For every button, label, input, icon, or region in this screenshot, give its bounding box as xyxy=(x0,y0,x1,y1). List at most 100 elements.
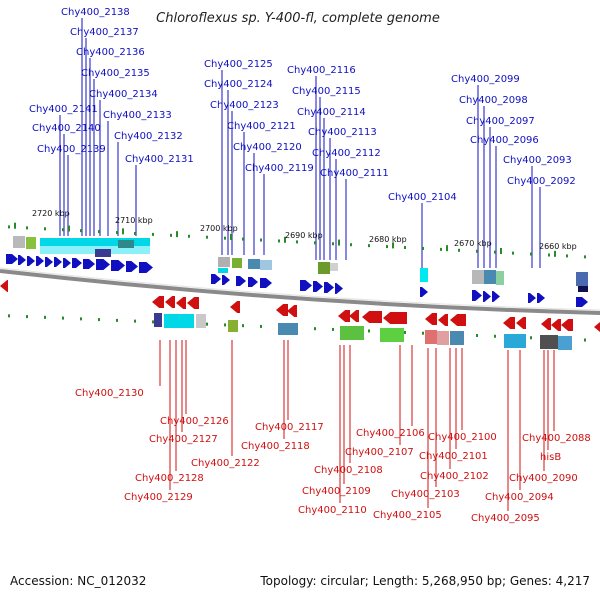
reverse-gene-arrow xyxy=(287,305,297,317)
gene-label-forward: Chy400_2098 xyxy=(459,95,528,106)
gene-label-reverse: Chy400_2117 xyxy=(255,422,324,433)
gene-label-forward: Chy400_2097 xyxy=(466,116,535,127)
scale-tick xyxy=(224,323,226,327)
scale-tick xyxy=(242,237,244,241)
feature-block xyxy=(425,330,437,344)
feature-block xyxy=(248,259,260,269)
feature-block xyxy=(578,286,588,292)
gene-label-forward: Chy400_2123 xyxy=(210,100,279,111)
scale-major-tick xyxy=(68,225,70,232)
feature-block xyxy=(228,320,238,332)
accession-text: Accession: NC_012032 xyxy=(10,574,147,588)
gene-label-forward: Chy400_2120 xyxy=(233,142,302,153)
gene-label-forward: Chy400_2111 xyxy=(320,168,389,179)
forward-gene-arrow xyxy=(300,280,312,291)
gene-label-reverse: Chy400_2088 xyxy=(522,433,591,444)
feature-block xyxy=(40,238,150,246)
forward-gene-arrow xyxy=(27,256,35,266)
scale-major-tick xyxy=(338,239,340,246)
scale-major-tick xyxy=(392,242,394,249)
genome-backbone-highlight xyxy=(0,267,600,311)
reverse-gene-arrow xyxy=(338,310,350,322)
scale-tick xyxy=(350,243,352,247)
scale-tick xyxy=(152,232,154,236)
feature-block xyxy=(218,257,230,267)
gene-label-reverse: Chy400_2127 xyxy=(149,434,218,445)
scale-tick xyxy=(188,234,190,238)
forward-gene-arrow xyxy=(83,259,95,269)
reverse-gene-arrow xyxy=(594,322,600,332)
forward-gene-arrow xyxy=(576,297,588,307)
feature-block xyxy=(196,314,206,328)
reverse-gene-arrow xyxy=(438,314,448,326)
feature-block xyxy=(496,271,504,285)
reverse-gene-arrow xyxy=(425,313,437,325)
scale-tick xyxy=(8,225,10,229)
scale-major-tick xyxy=(500,248,502,254)
gene-label-forward: Chy400_2114 xyxy=(297,107,366,118)
scale-tick xyxy=(134,231,136,235)
scale-tick xyxy=(422,331,424,335)
forward-gene-arrow xyxy=(45,257,53,267)
gene-label-forward: Chy400_2141 xyxy=(29,104,98,115)
scale-tick xyxy=(224,236,226,240)
scale-major-tick xyxy=(230,233,232,240)
gene-label-forward: Chy400_2116 xyxy=(287,65,356,76)
reverse-gene-arrow xyxy=(383,312,407,324)
gene-label-forward: Chy400_2138 xyxy=(61,7,130,18)
gene-label-forward: Chy400_2132 xyxy=(114,131,183,142)
feature-block xyxy=(154,313,162,327)
reverse-gene-arrow xyxy=(503,317,515,329)
genome-backbone xyxy=(0,269,600,315)
forward-gene-arrow xyxy=(63,258,71,268)
scale-tick xyxy=(494,334,496,338)
scale-major-tick xyxy=(122,228,124,235)
forward-gene-arrow xyxy=(6,254,18,264)
gene-label-forward: Chy400_2112 xyxy=(312,148,381,159)
forward-gene-arrow xyxy=(248,277,258,287)
feature-block xyxy=(330,263,338,271)
scale-tick xyxy=(206,322,208,326)
scale-label: 2720 kbp xyxy=(32,209,70,218)
scale-tick xyxy=(242,324,244,328)
reverse-gene-arrow xyxy=(349,310,359,322)
scale-tick xyxy=(512,251,514,255)
forward-gene-arrow xyxy=(111,260,125,271)
scale-tick xyxy=(584,338,586,342)
scale-tick xyxy=(494,250,496,254)
scale-major-tick xyxy=(446,245,448,252)
forward-gene-arrow xyxy=(537,293,545,303)
gene-label-forward: Chy400_2131 xyxy=(125,154,194,165)
scale-label: 2710 kbp xyxy=(115,216,153,225)
scale-tick xyxy=(152,320,154,324)
scale-major-tick xyxy=(14,222,16,229)
scale-tick xyxy=(458,248,460,252)
scale-tick xyxy=(44,315,46,319)
gene-label-reverse: Chy400_2118 xyxy=(241,441,310,452)
reverse-gene-arrow xyxy=(0,280,8,292)
gene-label-reverse: Chy400_2103 xyxy=(391,489,460,500)
feature-block xyxy=(232,258,242,268)
forward-gene-arrow xyxy=(420,287,428,297)
feature-block xyxy=(504,334,526,348)
gene-label-forward: Chy400_2093 xyxy=(503,155,572,166)
gene-label-forward: Chy400_2121 xyxy=(227,121,296,132)
scale-label: 2670 kbp xyxy=(454,239,492,248)
scale-tick xyxy=(368,244,370,248)
forward-gene-arrow xyxy=(472,290,482,301)
reverse-gene-arrow xyxy=(165,296,175,308)
topology-text: Topology: circular; Length: 5,268,950 bp… xyxy=(260,574,590,588)
gene-label-reverse: Chy400_2100 xyxy=(428,432,497,443)
forward-gene-arrow xyxy=(72,258,82,268)
gene-label-forward: Chy400_2099 xyxy=(451,74,520,85)
gene-label-reverse: Chy400_2107 xyxy=(345,447,414,458)
scale-tick xyxy=(260,324,262,328)
scale-tick xyxy=(404,246,406,250)
gene-label-forward: Chy400_2115 xyxy=(292,86,361,97)
scale-tick xyxy=(170,233,172,237)
scale-tick xyxy=(260,238,262,242)
scale-tick xyxy=(476,249,478,253)
scale-tick xyxy=(296,240,298,244)
scale-tick xyxy=(476,333,478,337)
